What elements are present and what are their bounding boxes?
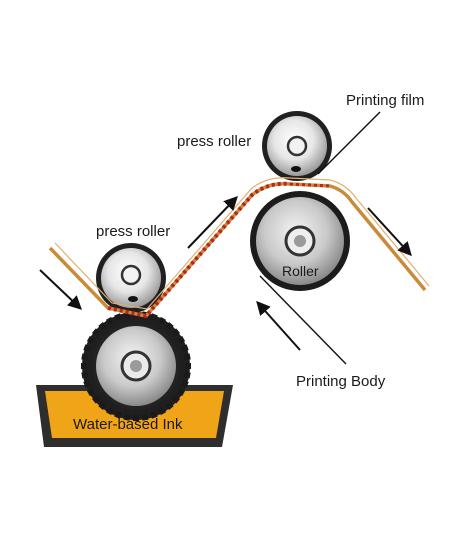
arrow-up-center (187, 195, 238, 249)
gear-tooth (81, 363, 87, 369)
gear-tooth (114, 411, 123, 419)
gear-tooth (183, 353, 191, 361)
anilox-gear-roller (81, 311, 191, 421)
gear-tooth (98, 401, 107, 411)
main-roller (250, 191, 350, 291)
gear-tooth (114, 313, 123, 321)
gear-tooth (181, 344, 189, 353)
gear-tooth (91, 328, 101, 337)
left-press-roller (96, 243, 166, 313)
printing-film-web (48, 177, 430, 319)
label-printing-film: Printing film (346, 92, 424, 109)
gear-tooth (185, 363, 191, 369)
gear-tooth (91, 395, 101, 404)
label-press-roller-left: press roller (96, 223, 170, 240)
label-roller: Roller (282, 263, 319, 279)
gear-tooth (141, 413, 149, 421)
gear-tooth (86, 335, 96, 345)
gear-tooth (171, 395, 181, 404)
gear-tooth (98, 321, 107, 331)
gear-tooth (149, 411, 158, 419)
gear-tooth (105, 406, 115, 416)
label-water-based-ink: Water-based Ink (73, 416, 183, 433)
gear-tooth (83, 344, 91, 353)
gear-tooth (171, 328, 181, 337)
gear-tooth (81, 371, 89, 379)
label-press-roller-top: press roller (177, 133, 251, 150)
arrow-body (256, 300, 301, 351)
gear-tooth (165, 321, 174, 331)
gear-tooth (183, 371, 191, 379)
gear-tooth (181, 379, 189, 388)
gear-tooth (133, 415, 139, 421)
arrow-out-right (367, 207, 412, 257)
gear-tooth (149, 313, 158, 321)
gear-tooth (83, 379, 91, 388)
label-printing-body: Printing Body (296, 373, 386, 390)
gear-tooth (86, 387, 96, 397)
gear-tooth (105, 316, 115, 326)
top-press-roller (262, 111, 332, 181)
gear-tooth (165, 401, 174, 411)
gear-tooth (123, 413, 131, 421)
gear-tooth (176, 387, 186, 397)
gear-tooth (157, 406, 167, 416)
flow-arrows (39, 195, 412, 351)
gear-tooth (81, 353, 89, 361)
arrow-in-left (39, 269, 83, 310)
gear-tooth (157, 316, 167, 326)
gear-tooth (176, 335, 186, 345)
leader-lines (259, 111, 381, 365)
